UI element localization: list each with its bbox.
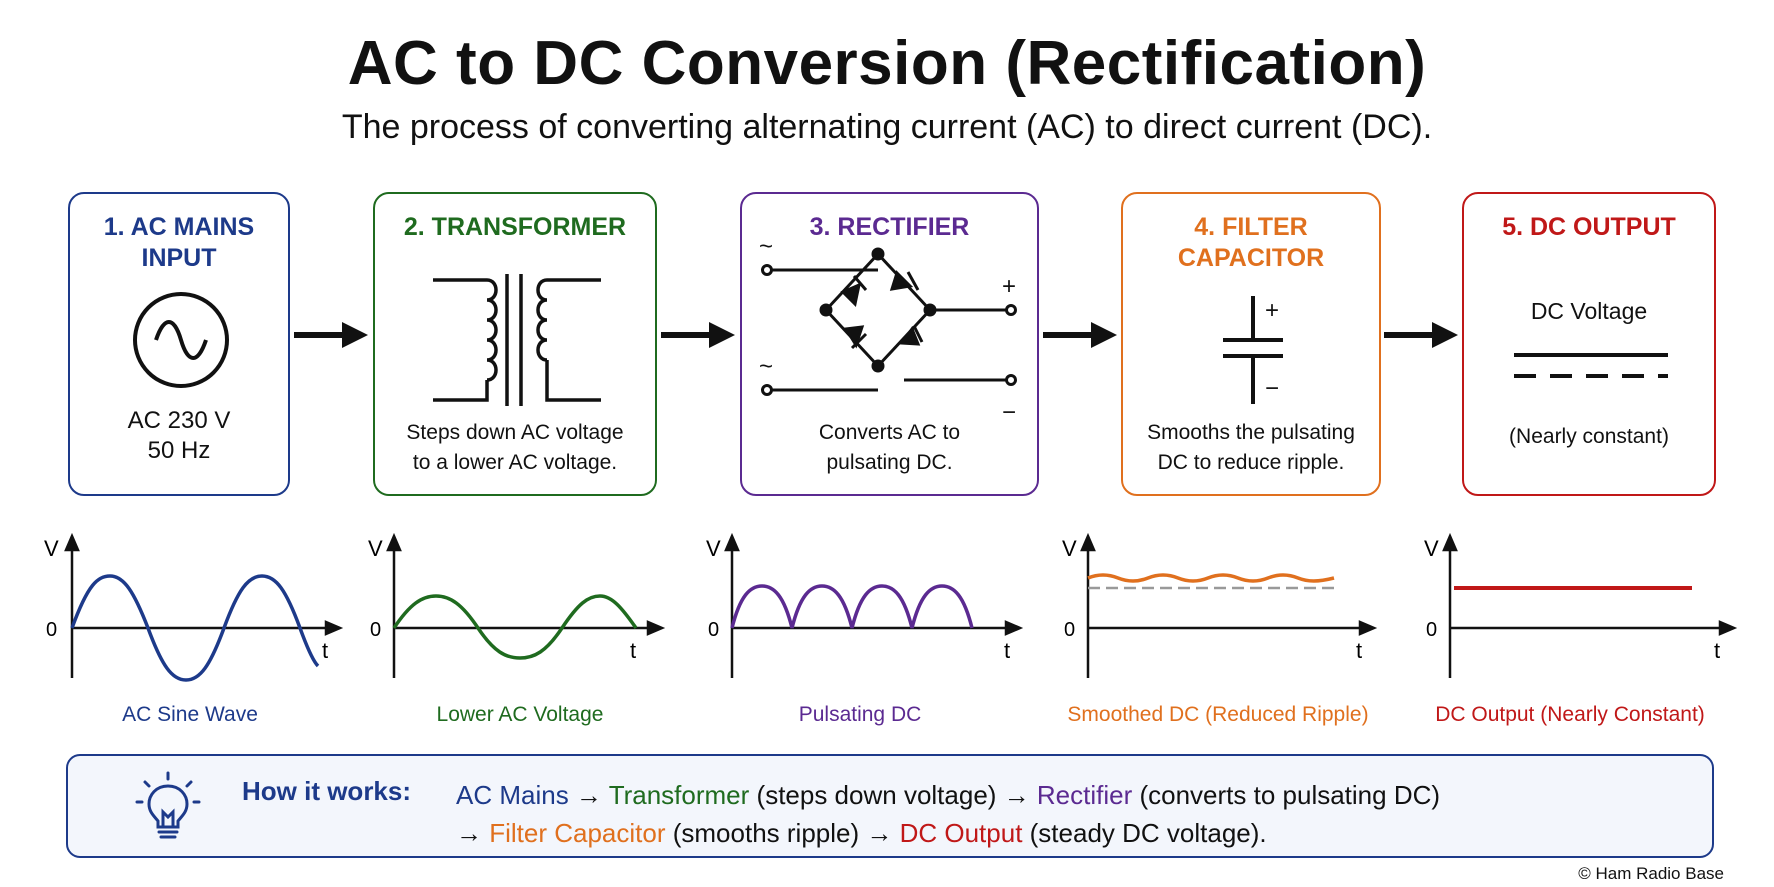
how-it-works-segment: Transformer (608, 780, 750, 810)
ac-terminal-label: ~ (759, 353, 773, 380)
bridge-rectifier-icon: ~ ~ + − (759, 233, 1017, 426)
origin-label: 0 (1426, 619, 1437, 641)
stage-title-line: 2. TRANSFORMER (403, 213, 627, 241)
y-axis-label: V (1424, 536, 1439, 561)
minus-terminal-label: − (1265, 375, 1279, 402)
how-it-works-segment: (steady DC voltage). (1022, 818, 1267, 848)
flow-arrow-icon (661, 322, 735, 348)
waveform-caption: Lower AC Voltage (436, 703, 604, 726)
flow-arrow-icon (1043, 322, 1117, 348)
stage-description-line: Smooths the pulsating (1147, 421, 1355, 444)
x-axis-label: t (322, 638, 328, 663)
y-axis-label: V (1062, 536, 1077, 561)
how-it-works-segment: → (456, 818, 490, 848)
how-it-works-line: → Filter Capacitor (smooths ripple) → DC… (456, 814, 1696, 852)
pulsating-dc-graph: V 0 t (706, 532, 1024, 678)
how-it-works-segment: (converts to pulsating DC) (1132, 780, 1441, 810)
stage-description-line: DC to reduce ripple. (1157, 451, 1345, 474)
stage-dc-output: 5. DC OUTPUT DC Voltage (Nearly constant… (1462, 192, 1716, 496)
how-it-works-text: AC Mains → Transformer (steps down volta… (456, 776, 1696, 852)
x-axis-label: t (1714, 638, 1720, 663)
y-axis-label: V (44, 536, 59, 561)
dc-symbol-icon (1514, 353, 1668, 378)
x-axis-label: t (630, 638, 636, 663)
stage-description-line: to a lower AC voltage. (412, 451, 618, 474)
capacitor-icon: + − (1223, 296, 1283, 404)
stage-description-line: AC 230 V (127, 407, 231, 434)
page-subtitle: The process of converting alternating cu… (341, 108, 1433, 146)
how-it-works-line: AC Mains → Transformer (steps down volta… (456, 776, 1696, 814)
transformer-icon (433, 274, 601, 406)
origin-label: 0 (708, 619, 719, 641)
smoothed-dc-graph: V 0 t (1062, 532, 1378, 678)
how-it-works-segment: (smooths ripple) → (665, 818, 900, 848)
plus-terminal-label: + (1002, 273, 1016, 300)
ac-sine-wave-graph: V 0 t (44, 532, 344, 682)
how-it-works-segment: (steps down voltage) → (749, 780, 1037, 810)
plus-terminal-label: + (1265, 297, 1279, 324)
stage-transformer: 2. TRANSFORMER Steps down AC voltage to … (373, 192, 657, 496)
x-axis-label: t (1004, 638, 1010, 663)
stage-description: Steps down AC voltage to a lower AC volt… (375, 418, 655, 478)
stage-ac-mains: 1. AC MAINS INPUT AC 230 V 50 Hz (68, 192, 290, 496)
stage-description-line: (Nearly constant) (1509, 425, 1669, 448)
stage-title-line: 5. DC OUTPUT (1502, 213, 1676, 241)
stage-rectifier: 3. RECTIFIER (740, 192, 1039, 496)
dc-output-graph: V 0 t (1424, 532, 1738, 678)
stage-title: 5. DC OUTPUT (1464, 212, 1714, 243)
stage-title-line: CAPACITOR (1177, 244, 1325, 272)
origin-label: 0 (1064, 619, 1075, 641)
stage-filter-capacitor: 4. FILTER CAPACITOR + − Smooths the puls… (1121, 192, 1381, 496)
dc-voltage-label: DC Voltage (1530, 298, 1648, 324)
lower-ac-voltage-graph: V 0 t (368, 532, 666, 678)
flow-arrow-icon (294, 322, 368, 348)
page-title: AC to DC Conversion (Rectification) (347, 29, 1427, 98)
stage-description: Smooths the pulsating DC to reduce rippl… (1123, 418, 1379, 478)
stage-description: (Nearly constant) (1464, 422, 1714, 452)
stage-title-line: 1. AC MAINS (103, 213, 255, 241)
origin-label: 0 (46, 619, 57, 641)
origin-label: 0 (370, 619, 381, 641)
lightbulb-icon (135, 771, 201, 839)
stage-title-line: INPUT (141, 244, 217, 272)
waveform-caption: Pulsating DC (798, 703, 922, 726)
how-it-works-segment: → (568, 780, 609, 810)
stage-title: 4. FILTER CAPACITOR (1123, 212, 1379, 274)
stage-description-line: pulsating DC. (826, 451, 953, 474)
stage-title: 2. TRANSFORMER (375, 212, 655, 243)
how-it-works-segment: AC Mains (456, 780, 569, 810)
minus-terminal-label: − (1002, 399, 1016, 426)
waveform-caption: DC Output (Nearly Constant) (1435, 703, 1705, 726)
ac-source-icon (133, 292, 229, 388)
copyright-notice: © Ham Radio Base (1578, 864, 1724, 883)
ac-terminal-label: ~ (759, 233, 773, 260)
stage-description: Converts AC to pulsating DC. (742, 418, 1037, 478)
waveform-caption: Smoothed DC (Reduced Ripple) (1067, 703, 1369, 726)
how-it-works-segment: Rectifier (1036, 780, 1133, 810)
stage-description-line: Converts AC to (818, 421, 961, 444)
how-it-works-label: How it works: (242, 776, 412, 806)
x-axis-label: t (1356, 638, 1362, 663)
y-axis-label: V (368, 536, 383, 561)
stage-description-line: 50 Hz (147, 437, 211, 464)
stage-description: AC 230 V 50 Hz (70, 406, 288, 466)
flow-arrow-icon (1384, 322, 1458, 348)
stage-title-line: 3. RECTIFIER (809, 213, 970, 241)
how-it-works-segment: DC Output (899, 818, 1023, 848)
waveform-caption: AC Sine Wave (122, 703, 258, 726)
stage-description-line: Steps down AC voltage (406, 421, 624, 444)
y-axis-label: V (706, 536, 721, 561)
stage-title: 3. RECTIFIER (742, 212, 1037, 243)
stage-title: 1. AC MAINS INPUT (70, 212, 288, 274)
how-it-works-panel: How it works: AC Mains → Transformer (st… (66, 754, 1714, 858)
stage-title-line: 4. FILTER (1194, 213, 1308, 241)
how-it-works-segment: Filter Capacitor (489, 818, 666, 848)
